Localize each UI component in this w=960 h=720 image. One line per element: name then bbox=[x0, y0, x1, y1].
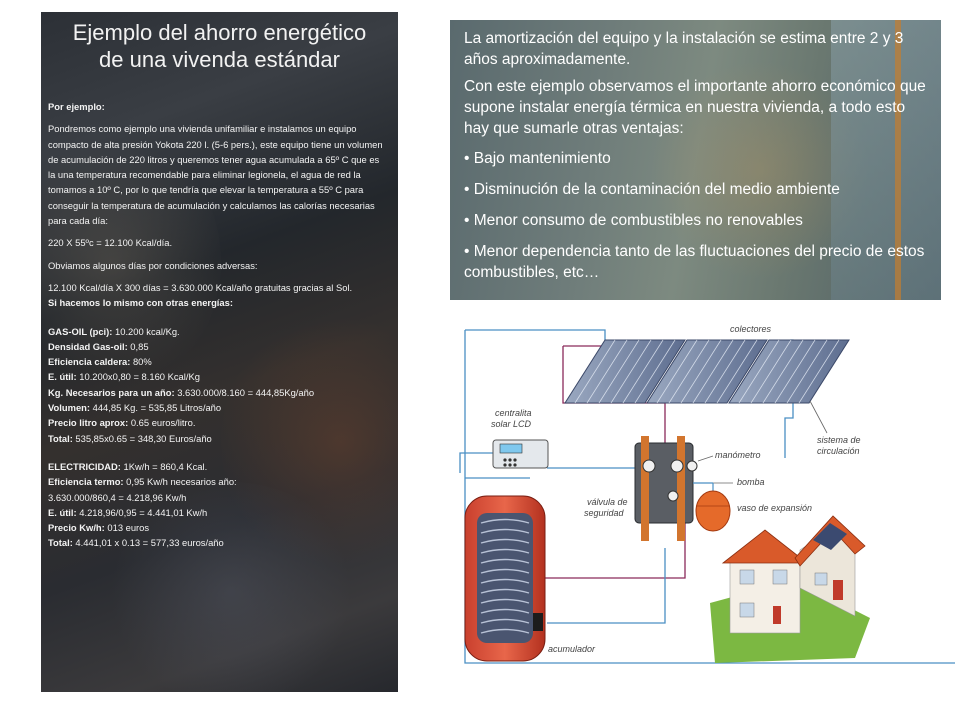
title-line-2: de una vivenda estándar bbox=[99, 47, 340, 72]
intro-paragraph: Pondremos como ejemplo una vivienda unif… bbox=[48, 123, 383, 227]
energy-savings-example-panel: Ejemplo del ahorro energético de una viv… bbox=[41, 12, 398, 692]
title-line-1: Ejemplo del ahorro energético bbox=[72, 20, 367, 45]
densidad-line: Densidad Gas-oil: 0,85 bbox=[48, 340, 149, 352]
eficiencia-line: Eficiencia caldera: 80% bbox=[48, 356, 152, 368]
preciokw-line: Precio Kw/h: 013 euros bbox=[48, 522, 150, 534]
panel-title: Ejemplo del ahorro energético de una viv… bbox=[41, 19, 398, 73]
other-energies-heading: Si hacemos lo mismo con otras energías: bbox=[48, 297, 233, 309]
eutil2-line: E. útil: 4.218,96/0,95 = 4.441,01 Kw/h bbox=[48, 506, 208, 518]
por-ejemplo-heading: Por ejemplo: bbox=[48, 101, 105, 112]
manometro-label: manómetro bbox=[715, 450, 761, 460]
daily-calc: 220 X 55ºc = 12.100 Kcal/día. bbox=[48, 237, 173, 249]
expansion-vessel bbox=[693, 482, 731, 532]
lcd-controller bbox=[492, 439, 549, 469]
kg-line: Kg. Necesarios para un año: 3.630.000/8.… bbox=[48, 386, 315, 398]
centralita-label-2: solar LCD bbox=[491, 419, 532, 429]
total-elec-line: Total: 4.441,01 x 0.13 = 577,33 euros/añ… bbox=[48, 537, 224, 549]
sistema-label-1: sistema de bbox=[817, 435, 861, 445]
bomba-label: bomba bbox=[737, 477, 765, 487]
gasoil-line: GAS-OIL (pci): 10.200 kcal/Kg. bbox=[48, 325, 180, 337]
bullet-item: • Bajo mantenimiento bbox=[464, 150, 611, 167]
house-illustration bbox=[710, 515, 870, 663]
advantages-panel: La amortización del equipo y la instalac… bbox=[450, 20, 941, 300]
bullet-item: • Menor consumo de combustibles no renov… bbox=[464, 212, 803, 229]
bullet-item: • Disminución de la contaminación del me… bbox=[464, 181, 840, 198]
termo-calc-line: 3.630.000/860,4 = 4.218,96 Kw/h bbox=[48, 491, 187, 503]
electricidad-line: ELECTRICIDAD: 1Kw/h = 860,4 Kcal. bbox=[48, 460, 208, 472]
centralita-label-1: centralita bbox=[495, 408, 532, 418]
total-gasoil-line: Total: 535,85x0.65 = 348,30 Euros/año bbox=[48, 432, 212, 444]
valvula-label-1: válvula de bbox=[587, 497, 628, 507]
amortization-paragraph: La amortización del equipo y la instalac… bbox=[464, 30, 904, 68]
acumulador-label: acumulador bbox=[548, 644, 596, 654]
solar-collectors bbox=[564, 339, 850, 404]
valvula-label-2: seguridad bbox=[584, 508, 625, 518]
vaso-label: vaso de expansión bbox=[737, 503, 812, 513]
savings-paragraph: Con este ejemplo observamos el important… bbox=[464, 78, 926, 137]
solar-thermal-system-diagram: colectores sistema de circulación centra… bbox=[459, 324, 955, 664]
precio-line: Precio litro aprox: 0.65 euros/litro. bbox=[48, 417, 196, 429]
colectores-label: colectores bbox=[730, 324, 772, 334]
example-text: Por ejemplo: Pondremos como ejemplo una … bbox=[48, 99, 388, 551]
yearly-calc: 12.100 Kcal/día X 300 días = 3.630.000 K… bbox=[48, 281, 353, 293]
volumen-line: Volumen: 444,85 Kg. = 535,85 Litros/año bbox=[48, 402, 222, 414]
advantages-text: La amortización del equipo y la instalac… bbox=[464, 28, 934, 283]
pump-station bbox=[634, 436, 698, 541]
eutil-line: E. útil: 10.200x0,80 = 8.160 Kcal/Kg bbox=[48, 371, 200, 383]
obviamos-text: Obviamos algunos días por condiciones ad… bbox=[48, 259, 258, 271]
bullet-item: • Menor dependencia tanto de las fluctua… bbox=[464, 243, 925, 281]
termo-line: Eficiencia termo: 0,95 Kw/h necesarios a… bbox=[48, 476, 237, 488]
accumulator-tank bbox=[464, 495, 546, 662]
sistema-label-2: circulación bbox=[817, 446, 860, 456]
